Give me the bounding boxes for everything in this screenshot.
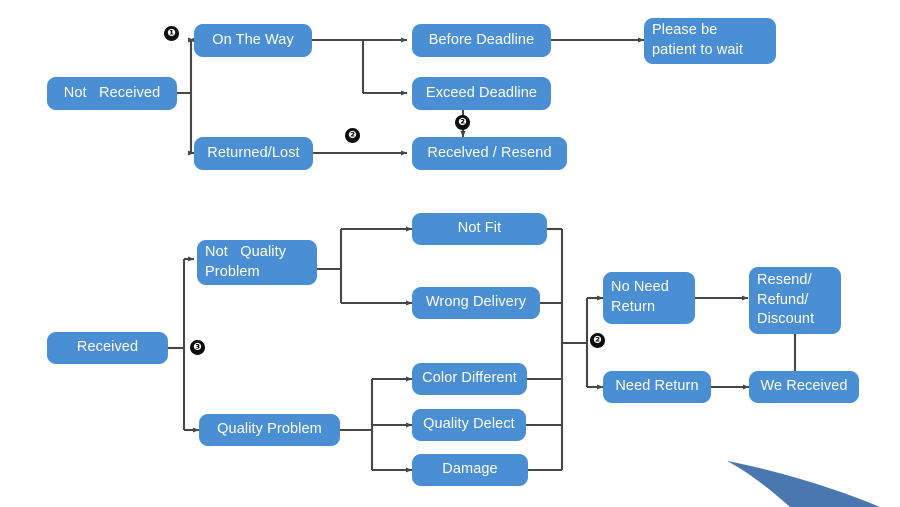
node-before-deadline[interactable]: Before Deadline [412,24,551,57]
badge-branch2-root-split: ❸ [190,340,205,355]
badge-exceed-deadline-edge-label: ❷ [458,116,467,128]
node-quality-defect-label: Quality Delect [423,416,515,433]
badge-branch1-root-split-label: ❶ [167,27,176,39]
node-quality-defect[interactable]: Quality Delect [412,409,526,441]
badge-returned-lost-edge-label: ❷ [348,129,357,141]
node-resend-refund-discount-label: Resend/ Refund/ Discount [757,272,815,328]
node-not-fit-label: Not Fit [457,220,502,237]
node-not-fit[interactable]: Not Fit [412,213,547,245]
node-no-need-return-label: No Need Return [611,279,669,315]
node-damage[interactable]: Damage [412,454,528,486]
node-not-quality-problem[interactable]: Not Quality Problem [197,240,317,285]
node-received-label: Received [76,339,139,356]
node-on-the-way[interactable]: On The Way [194,24,312,57]
node-resend-refund-discount[interactable]: Resend/ Refund/ Discount [749,267,841,334]
node-we-received-label: We Received [760,378,848,395]
node-quality-problem-label: Quality Problem [217,421,322,438]
node-received-resend[interactable]: Recelved / Resend [412,137,567,170]
badge-exceed-deadline-edge: ❷ [455,115,470,130]
node-color-different-label: Color Different [422,370,517,387]
node-no-need-return[interactable]: No Need Return [603,272,695,324]
badge-returned-lost-edge: ❷ [345,128,360,143]
node-need-return[interactable]: Need Return [603,371,711,403]
node-quality-problem[interactable]: Quality Problem [199,414,340,446]
node-returned-lost-label: Returned/Lost [207,144,300,161]
node-not-received-label: Not Received [63,84,161,101]
node-wrong-delivery[interactable]: Wrong Delivery [412,287,540,319]
node-received-resend-label: Recelved / Resend [427,144,552,161]
swoosh-shape [727,461,880,507]
node-returned-lost[interactable]: Returned/Lost [194,137,313,170]
node-we-received[interactable]: We Received [749,371,859,403]
node-wrong-delivery-label: Wrong Delivery [425,294,527,311]
node-color-different[interactable]: Color Different [412,363,527,395]
node-exceed-deadline[interactable]: Exceed Deadline [412,77,551,110]
node-not-received[interactable]: Not Received [47,77,177,110]
node-received[interactable]: Received [47,332,168,364]
node-exceed-deadline-label: Exceed Deadline [425,84,538,101]
node-damage-label: Damage [442,461,498,478]
badge-return-split: ❷ [590,333,605,348]
node-on-the-way-label: On The Way [212,31,294,48]
node-please-be-patient[interactable]: Please be patient to wait [644,18,776,64]
node-please-be-patient-label: Please be patient to wait [652,22,743,58]
badge-branch2-root-split-label: ❸ [193,341,202,353]
badge-branch1-root-split: ❶ [164,26,179,41]
node-not-quality-problem-label: Not Quality Problem [205,243,287,280]
node-before-deadline-label: Before Deadline [428,31,535,48]
node-need-return-label: Need Return [615,378,699,395]
badge-return-split-label: ❷ [593,334,602,346]
